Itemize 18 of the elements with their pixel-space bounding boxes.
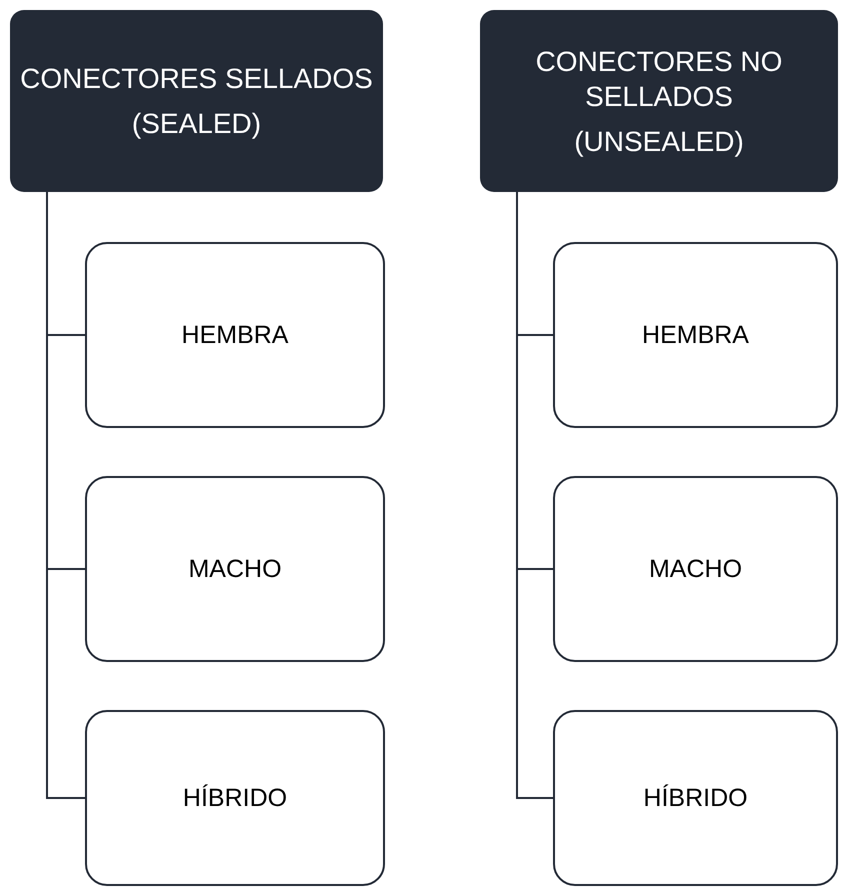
- type-box: [85, 242, 385, 428]
- type-box: [553, 710, 838, 886]
- box-label: HEMBRA: [642, 320, 749, 350]
- box-label: HEMBRA: [182, 320, 288, 350]
- category-header-box: [10, 10, 383, 192]
- type-box: [85, 476, 385, 662]
- box-label: HÍBRIDO: [182, 784, 288, 812]
- type-box: [85, 710, 385, 886]
- header-text: CONECTORES NO SELLADOS: [534, 44, 784, 114]
- header-text: (UNSEALED): [574, 124, 744, 158]
- box-label: MACHO: [648, 554, 742, 584]
- header-text: CONECTORES SELLADOS: [20, 62, 373, 96]
- type-box: [553, 242, 838, 428]
- box-label: MACHO: [188, 554, 282, 584]
- category-header-box: [480, 10, 838, 192]
- box-label: HÍBRIDO: [643, 784, 748, 812]
- header-text: (SEALED): [132, 107, 262, 141]
- type-box: [553, 476, 838, 662]
